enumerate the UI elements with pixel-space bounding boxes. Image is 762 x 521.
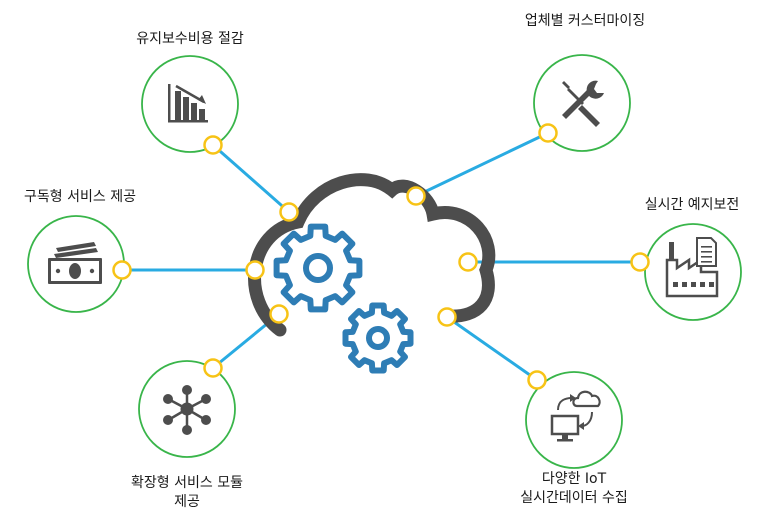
node-dot-custom-outer	[538, 123, 558, 143]
node-dot-predictive-inner	[458, 252, 478, 272]
node-dot-modular-inner	[269, 304, 289, 324]
connector-lines	[122, 131, 640, 382]
network-icon	[163, 385, 211, 435]
label-predictive: 실시간 예지보전	[622, 196, 762, 215]
node-dot-cost-outer	[203, 135, 223, 155]
factory-icon	[665, 237, 719, 298]
tools-icon	[562, 80, 604, 127]
cloud-monitor-icon	[550, 390, 601, 442]
connector-dots	[112, 123, 650, 390]
label-modular: 확장형 서비스 모듈 제공	[107, 474, 267, 512]
connector-iot	[446, 315, 538, 382]
node-dot-modular-outer	[203, 358, 223, 378]
node-ring-predictive	[644, 223, 742, 321]
gear-large-icon	[273, 223, 363, 313]
gear-small-icon	[342, 302, 414, 374]
label-cost-line1: 유지보수비용 절감	[136, 31, 244, 47]
connector-cost	[212, 143, 290, 214]
node-dot-custom-inner	[406, 186, 426, 206]
chart-down-icon	[168, 84, 208, 123]
label-modular-line2: 제공	[174, 494, 200, 510]
label-predictive-line1: 실시간 예지보전	[644, 197, 740, 213]
node-dot-iot-outer	[527, 370, 547, 390]
label-custom: 업체별 커스터마이징	[505, 12, 665, 31]
node-dot-iot-inner	[437, 307, 457, 327]
label-iot: 다양한 IoT 실시간데이터 수집	[494, 470, 654, 508]
label-subscription: 구독형 서비스 제공	[0, 188, 160, 207]
cloud-outline	[248, 173, 496, 337]
label-cost: 유지보수비용 절감	[115, 30, 265, 49]
node-dot-subscription-outer	[112, 260, 132, 280]
label-custom-line1: 업체별 커스터마이징	[524, 13, 646, 29]
node-dot-cost-inner	[279, 202, 299, 222]
node-ring-cost	[141, 55, 239, 153]
label-iot-line1: 다양한 IoT	[541, 471, 607, 487]
label-iot-line2: 실시간데이터 수집	[520, 490, 628, 506]
label-subscription-line1: 구독형 서비스 제공	[24, 189, 136, 205]
connector-custom	[415, 131, 549, 198]
node-dot-subscription-inner	[245, 260, 265, 280]
money-icon	[48, 242, 102, 284]
node-dot-predictive-outer	[630, 252, 650, 272]
label-modular-line1: 확장형 서비스 모듈	[131, 475, 243, 491]
